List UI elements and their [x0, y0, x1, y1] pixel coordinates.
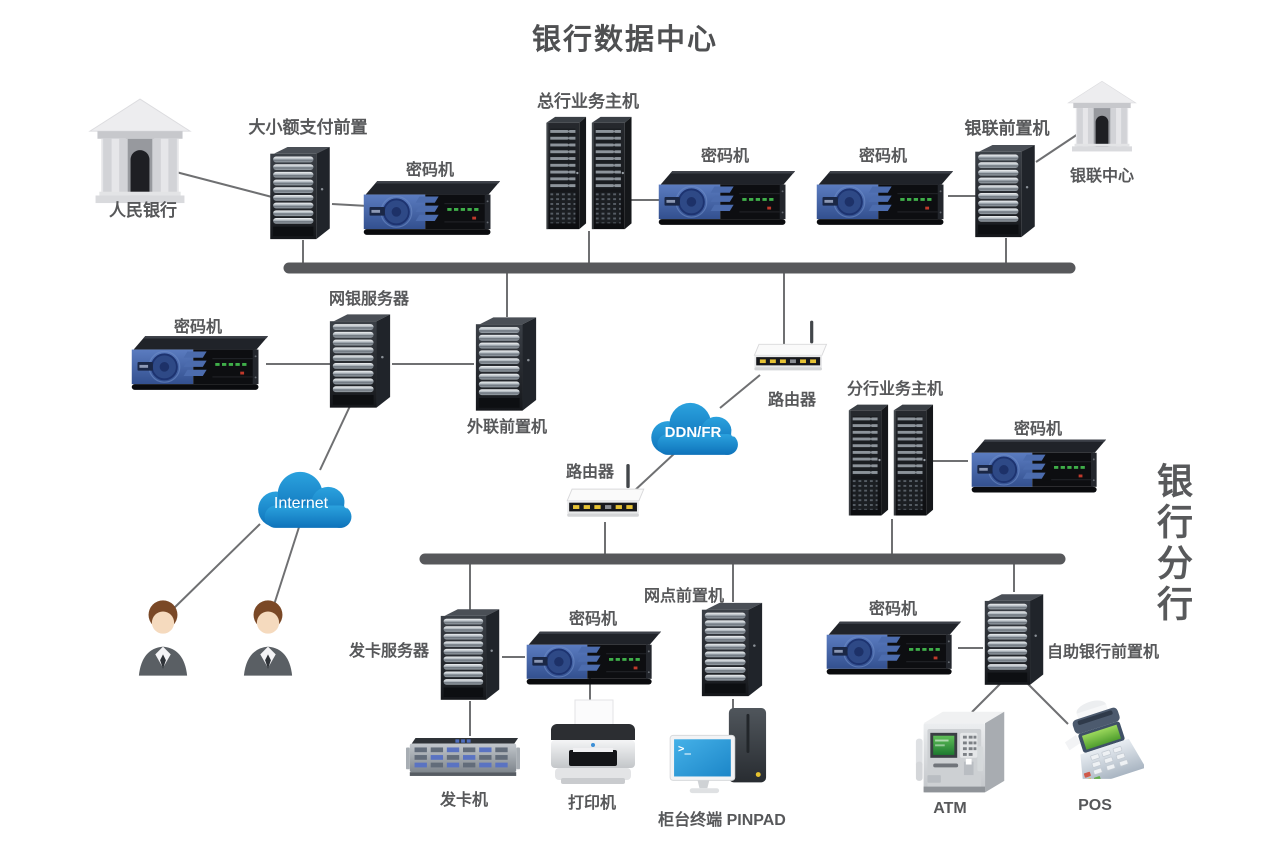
tower-server-icon — [971, 144, 1039, 240]
label-unionpay-center: 银联中心 — [1069, 168, 1135, 185]
label-external-front: 外联前置机 — [466, 419, 548, 436]
label-crypto1: 密码机 — [405, 162, 455, 179]
edge-router1-ddn — [719, 374, 761, 409]
hsm-icon — [966, 436, 1108, 496]
label-ddn-cloud: DDN/FR — [664, 424, 722, 441]
hsm-icon — [126, 333, 270, 393]
tower-server-icon — [981, 591, 1047, 690]
edge-internet-user1 — [169, 523, 261, 613]
router-icon — [748, 318, 832, 378]
edge-pboc-payment-front — [175, 171, 273, 198]
card-issuer-icon — [406, 734, 520, 778]
label-terminal: 柜台终端 PINPAD — [658, 812, 786, 829]
label-hq-host: 总行业务主机 — [537, 92, 639, 111]
terminal-icon — [668, 706, 778, 798]
edge-ddn-router2 — [632, 451, 677, 493]
label-pboc: 人民银行 — [109, 201, 177, 220]
hsm-icon — [653, 168, 797, 228]
tower-server-icon — [437, 608, 503, 703]
hsm-icon — [521, 628, 663, 688]
user-icon — [136, 596, 190, 680]
label-unionpay-front: 银联前置机 — [964, 119, 1050, 138]
tower-server-icon — [698, 601, 766, 700]
mainframe-icon — [846, 401, 934, 521]
mainframe-icon — [543, 115, 633, 233]
edge-internet-user2 — [272, 523, 301, 609]
atm-icon — [914, 704, 1010, 802]
page-title: 银行数据中心 — [531, 24, 719, 56]
label-payment-front: 大小额支付前置 — [248, 118, 368, 137]
label-atm: ATM — [933, 800, 967, 817]
pos-icon — [1044, 692, 1144, 782]
user-icon — [241, 596, 295, 680]
label-router1: 路由器 — [767, 392, 817, 409]
label-internet-cloud: Internet — [273, 495, 329, 512]
tower-server-icon — [266, 146, 334, 242]
label-router2: 路由器 — [565, 464, 615, 481]
label-crypto6: 密码机 — [568, 611, 618, 628]
edge-payment-front-crypto1 — [331, 203, 369, 207]
label-pos: POS — [1078, 797, 1112, 814]
hsm-icon — [811, 168, 955, 228]
edge-selfbank-front-atm — [971, 683, 1001, 713]
label-selfbank-front: 自助银行前置机 — [1046, 644, 1160, 661]
label-ebank-server: 网银服务器 — [328, 291, 410, 308]
label-crypto5: 密码机 — [1013, 421, 1063, 438]
region-label: 银行分行 — [1152, 462, 1193, 626]
label-printer: 打印机 — [567, 795, 617, 812]
label-card-machine: 发卡机 — [439, 792, 489, 809]
hsm-icon — [358, 178, 502, 238]
label-crypto4: 密码机 — [173, 319, 223, 336]
edge-ebank-server-internet — [319, 405, 351, 471]
label-crypto7: 密码机 — [868, 601, 918, 618]
label-crypto3: 密码机 — [858, 148, 908, 165]
printer-icon — [543, 698, 643, 790]
label-card-server: 发卡服务器 — [348, 643, 430, 660]
label-branch-front: 网点前置机 — [643, 588, 725, 605]
tower-server-icon — [326, 312, 394, 412]
edge-selfbank-front-pos — [1027, 683, 1069, 725]
hsm-icon — [821, 618, 963, 678]
label-crypto2: 密码机 — [700, 148, 750, 165]
bank-building-icon — [1066, 80, 1138, 154]
bank-building-icon — [88, 96, 192, 208]
label-branch-host: 分行业务主机 — [846, 381, 944, 398]
tower-server-icon — [472, 315, 540, 415]
